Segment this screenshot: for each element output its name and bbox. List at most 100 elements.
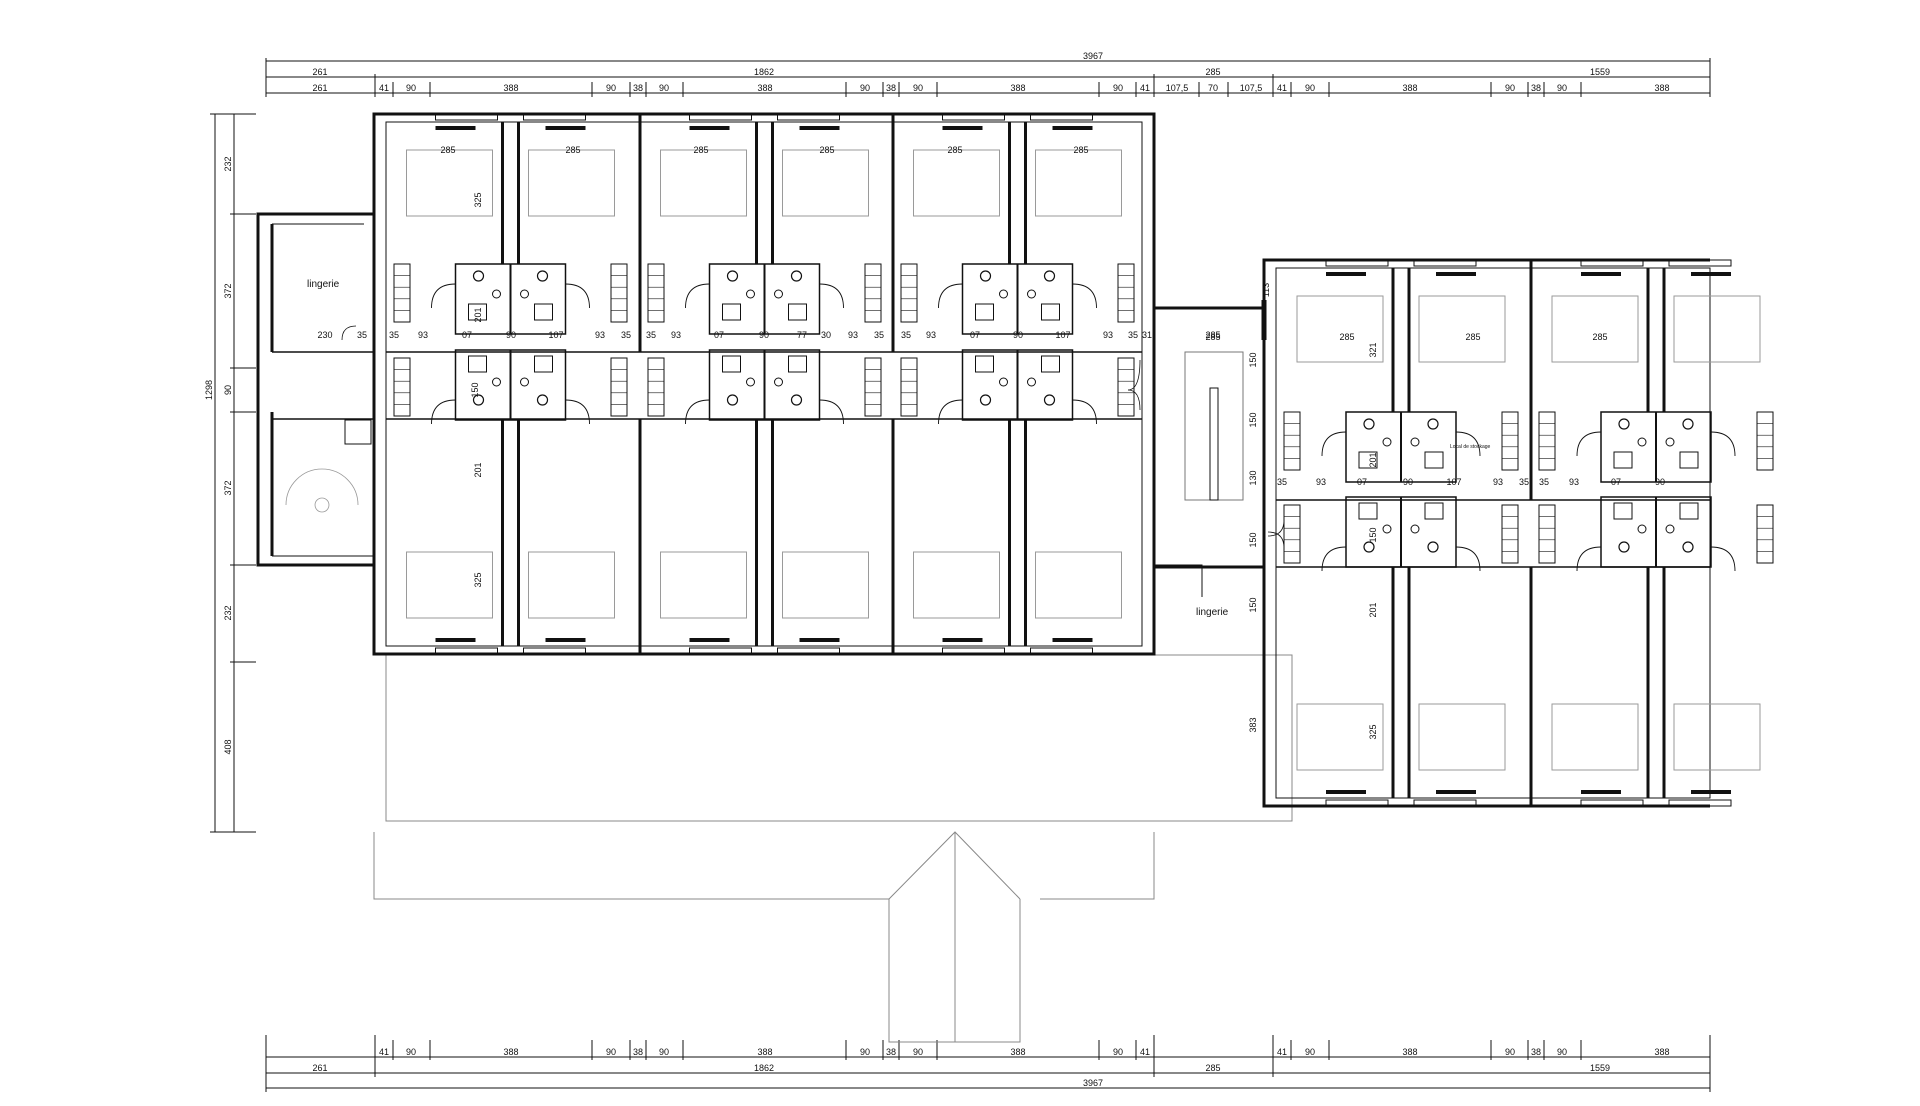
dim-pier: 35 (357, 330, 367, 340)
dim-top-a: 261 (312, 67, 327, 77)
shower-tray (788, 355, 807, 373)
headboard (1691, 790, 1731, 794)
door-swing (1072, 399, 1097, 425)
door-swing (1072, 283, 1097, 309)
dim-bed-width: 285 (819, 145, 834, 155)
window (1325, 259, 1389, 267)
dim-seg: 90 (913, 1047, 923, 1057)
dim-seg: 388 (503, 83, 518, 93)
dim-seg: 38 (886, 1047, 896, 1057)
toilet (492, 377, 501, 387)
door-swing (1455, 546, 1481, 572)
dim-slot: 07 (714, 330, 724, 340)
shower-tray (1041, 355, 1060, 373)
dim-seg: 90 (860, 1047, 870, 1057)
toilet (999, 377, 1008, 387)
dim-bed-width: 285 (693, 145, 708, 155)
headboard (689, 638, 730, 642)
dim-bed-width: 285 (1592, 332, 1607, 342)
dim-seg: 90 (659, 83, 669, 93)
dim-bath-depth: 325 (473, 572, 483, 587)
window (1668, 799, 1732, 807)
bed (913, 551, 1000, 619)
dim-east-left: 150 (1248, 352, 1258, 367)
washbasin (1682, 541, 1694, 553)
wardrobe (1538, 411, 1556, 471)
dim-seg: 388 (1654, 83, 1669, 93)
dim-seg: 90 (659, 1047, 669, 1057)
dim-slot: 07 (970, 330, 980, 340)
door-swing (565, 283, 590, 309)
window (523, 113, 586, 121)
dim-bed-width: 285 (1465, 332, 1480, 342)
wardrobe (1501, 411, 1519, 471)
toilet (774, 289, 783, 299)
dim-seg: 107,5 (1166, 83, 1189, 93)
dim-seg: 41 (1140, 83, 1150, 93)
dim-seg: 261 (312, 1063, 327, 1073)
bed (1296, 703, 1384, 771)
dim-seg: 41 (379, 83, 389, 93)
headboard (689, 126, 730, 130)
washbasin (1618, 541, 1630, 553)
door-swing (685, 399, 710, 425)
washbasin (472, 270, 485, 282)
dim-seg: 70 (1208, 83, 1218, 93)
left-dimension-labels: 1298 232 372 90 372 232 408 (204, 156, 233, 754)
dim-corridor: 150 (1368, 527, 1378, 542)
bed (406, 149, 493, 217)
dim-seg: 90 (1305, 83, 1315, 93)
bed (528, 551, 615, 619)
dim-left: 372 (223, 480, 233, 495)
dim-seg: 388 (1402, 1047, 1417, 1057)
dim-seg: 388 (503, 1047, 518, 1057)
wardrobe (647, 357, 665, 417)
dim-east: 321 (1368, 342, 1378, 357)
dim-top-c: 285 (1205, 67, 1220, 77)
wardrobe (1501, 504, 1519, 564)
dim-pier: 35 (389, 330, 399, 340)
washbasin (726, 270, 739, 282)
door-swing (431, 283, 456, 309)
window (1668, 259, 1732, 267)
washbasin (1363, 541, 1375, 553)
shower-tray (975, 355, 994, 373)
shower-tray (1358, 451, 1378, 469)
dim-seg: 388 (757, 1047, 772, 1057)
toilet (774, 377, 783, 387)
shower-tray (1358, 502, 1378, 520)
bed (1418, 295, 1506, 363)
room-dimension-labels: 285 285 285 285 285 285 285 285 285 285 … (317, 145, 1665, 740)
window (942, 113, 1005, 121)
dim-east-left: 113 (1261, 283, 1271, 297)
dim-bath-width: 201 (473, 462, 483, 477)
bed (913, 149, 1000, 217)
headboard (1581, 790, 1621, 794)
headboard (1052, 126, 1093, 130)
dim-seg: 388 (1010, 1047, 1025, 1057)
toilet (1027, 377, 1036, 387)
toilet (1665, 524, 1675, 534)
headboard (1326, 272, 1366, 276)
washbasin (1363, 418, 1375, 430)
dim-left: 90 (223, 385, 233, 395)
dim-seg: 90 (1557, 1047, 1567, 1057)
dim-seg: 388 (1402, 83, 1417, 93)
washbasin (790, 394, 803, 406)
dim-east-left: 150 (1248, 412, 1258, 427)
dim-seg: 90 (606, 83, 616, 93)
wardrobe (1117, 263, 1135, 323)
bed (1296, 295, 1384, 363)
dim-bath-width: 201 (1368, 602, 1378, 617)
washbasin (1682, 418, 1694, 430)
window (689, 113, 752, 121)
toilet (1410, 524, 1420, 534)
toilet (999, 289, 1008, 299)
dim-slot: 07 (1357, 477, 1367, 487)
wardrobe (900, 357, 918, 417)
dim-bath-width: 201 (1368, 452, 1378, 467)
window (1325, 799, 1389, 807)
dim-left: 408 (223, 739, 233, 754)
shower-tray (1679, 451, 1699, 469)
dim-seg: 107,5 (1240, 83, 1263, 93)
